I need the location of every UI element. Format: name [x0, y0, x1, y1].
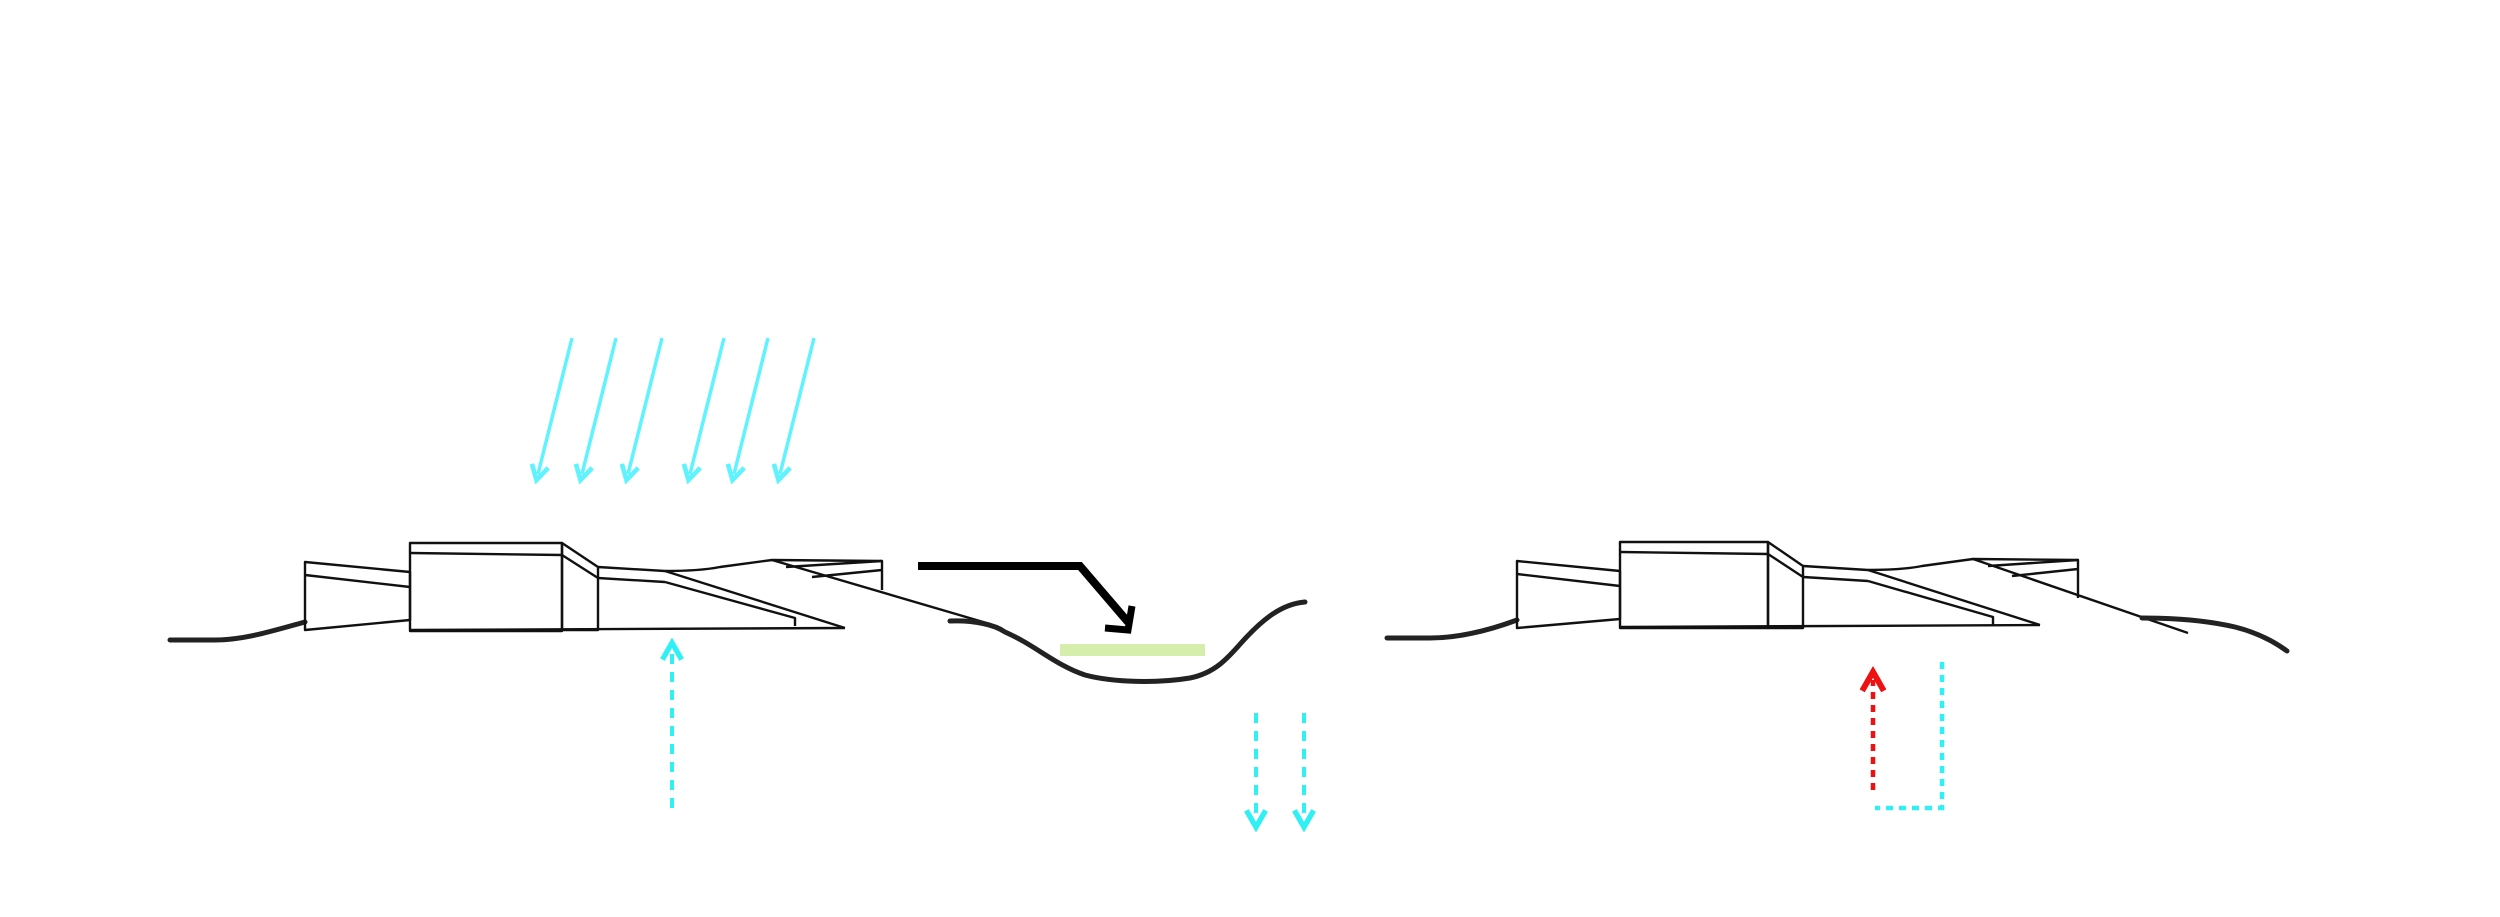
right-building-section: [1515, 540, 2189, 635]
rain-arrows: [538, 337, 816, 474]
infiltration-arrows: [1256, 713, 1304, 820]
left-ground-line: [167, 619, 308, 643]
retention-pond-wetland: [1060, 644, 1205, 656]
right-ground-line: [1384, 617, 1520, 641]
left-pond-ground: [947, 599, 1308, 684]
rain-arrow-4: [690, 337, 726, 474]
right-section: [1384, 540, 2290, 811]
rain-arrow-5: [734, 337, 770, 474]
rain-arrow-6: [780, 337, 816, 474]
right-ground-slope: [2139, 615, 2290, 654]
rain-arrow-2: [582, 337, 618, 474]
rain-arrow-1: [538, 337, 574, 474]
left-section: [167, 337, 1308, 820]
cool-supply-loop: [1875, 662, 1945, 811]
left-building-section: [303, 541, 991, 633]
runoff-arrow: [918, 562, 1136, 634]
rain-arrow-3: [628, 337, 664, 474]
